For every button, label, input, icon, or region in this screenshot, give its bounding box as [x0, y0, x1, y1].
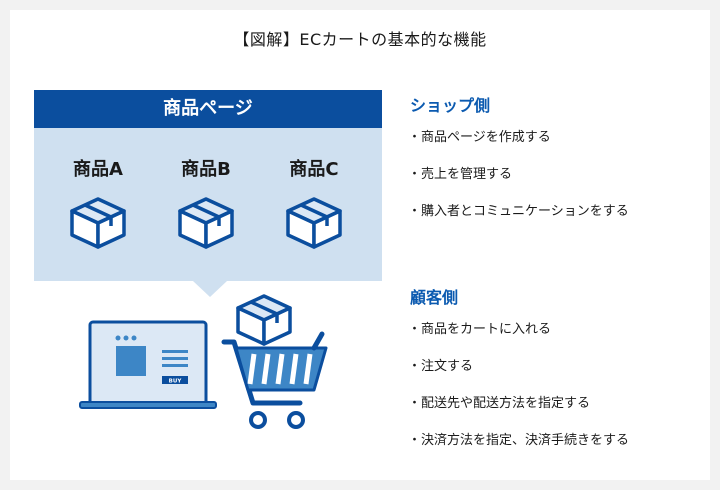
list-item: 決済方法を指定、決済手続きをする	[408, 431, 629, 451]
product-page-header: 商品ページ	[34, 90, 382, 128]
laptop-icon: BUY	[79, 320, 217, 409]
shopping-cart-icon	[221, 331, 328, 429]
product-b: 商品B	[161, 158, 251, 250]
shop-side-list: 商品ページを作成する 売上を管理する 購入者とコミュニケーションをする	[408, 128, 629, 239]
box-icon	[70, 197, 126, 249]
ec-cart-illustration: BUY	[79, 294, 328, 429]
list-item: 注文する	[408, 357, 629, 377]
customer-side-list: 商品をカートに入れる 注文する 配送先や配送方法を指定する 決済方法を指定、決済…	[408, 320, 629, 468]
product-c-label: 商品C	[289, 159, 339, 180]
diagram-title: 【図解】ECカートの基本的な機能	[233, 30, 487, 49]
list-item: 商品ページを作成する	[408, 128, 629, 148]
shop-side-heading: ショップ側	[410, 96, 491, 115]
customer-side-heading: 顧客側	[410, 288, 459, 307]
product-c: 商品C	[269, 158, 359, 250]
list-item: 購入者とコミュニケーションをする	[408, 202, 629, 222]
product-a-label: 商品A	[73, 159, 123, 180]
list-item: 売上を管理する	[408, 165, 629, 185]
box-icon	[286, 197, 342, 249]
list-item: 商品をカートに入れる	[408, 320, 629, 340]
buy-label: BUY	[169, 379, 183, 385]
list-item: 配送先や配送方法を指定する	[408, 394, 629, 414]
product-a: 商品A	[53, 158, 143, 250]
panel-pointer	[193, 281, 227, 297]
box-icon	[236, 294, 292, 346]
product-b-label: 商品B	[181, 159, 231, 180]
box-icon	[178, 197, 234, 249]
product-page-panel: 商品A 商品B 商品C	[34, 128, 382, 281]
